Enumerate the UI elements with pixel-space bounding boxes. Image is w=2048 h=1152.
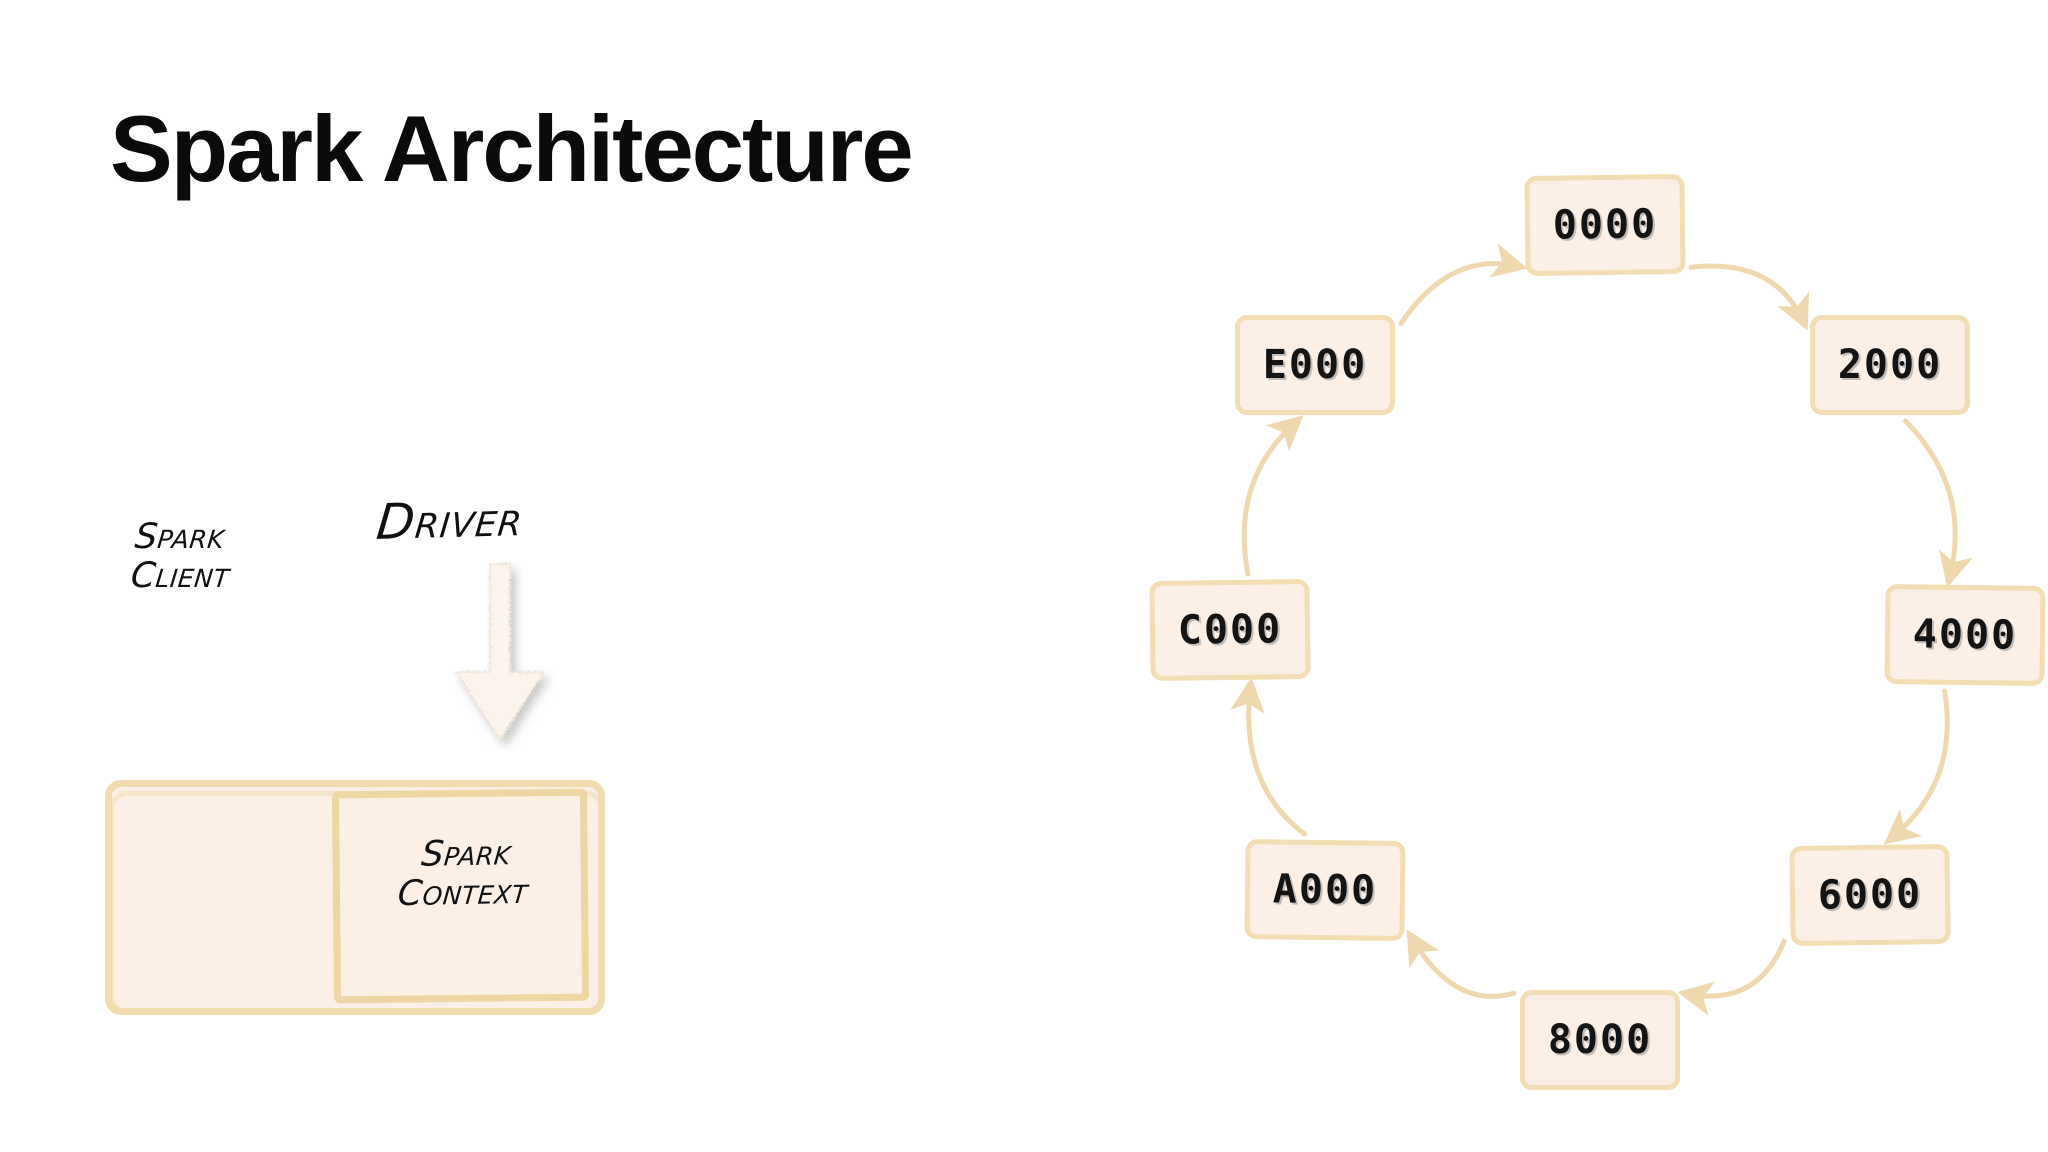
ring-edge	[1883, 688, 1950, 845]
ring-edge	[1677, 938, 1787, 1016]
ring-node-label: 0000	[1552, 201, 1658, 249]
ring-edge	[1230, 677, 1308, 837]
ring-node-label: E000	[1262, 342, 1368, 388]
page-title: Spark Architecture	[110, 96, 914, 201]
ring-node-label: 4000	[1912, 611, 2018, 659]
ring-node-8000[interactable]: 8000	[1520, 990, 1680, 1090]
ring-node-label: 6000	[1817, 871, 1923, 919]
ring-node-6000[interactable]: 6000	[1789, 844, 1951, 946]
driver-label: Driver	[374, 490, 526, 551]
ring-edge	[1241, 415, 1304, 577]
ring-edge	[1398, 243, 1528, 326]
ring-edge	[1903, 418, 1973, 588]
spark-client-label: Spark Client	[128, 517, 232, 597]
ring-node-label: A000	[1272, 866, 1378, 914]
ring-node-a000[interactable]: A000	[1244, 839, 1406, 941]
ring-node-label: C000	[1177, 606, 1283, 654]
ring-edge	[1406, 929, 1517, 999]
ring-node-label: 2000	[1837, 342, 1943, 388]
ring-node-c000[interactable]: C000	[1149, 579, 1311, 681]
down-arrow-icon	[454, 563, 546, 742]
ring-node-e000[interactable]: E000	[1235, 315, 1395, 415]
ring-node-2000[interactable]: 2000	[1810, 315, 1970, 415]
driver-group: Driver Spark Client Spark Context	[95, 490, 655, 1050]
memory-ring-diagram: 0000 2000 4000 6000 8000 A000 C000 E000	[1020, 100, 2046, 1100]
ring-node-0000[interactable]: 0000	[1524, 174, 1686, 276]
ring-arrow-layer	[1230, 243, 1973, 1016]
spark-context-label: Spark Context	[396, 833, 530, 915]
ring-edge	[1688, 263, 1810, 331]
ring-node-label: 8000	[1547, 1017, 1653, 1063]
ring-node-4000[interactable]: 4000	[1884, 584, 2046, 686]
